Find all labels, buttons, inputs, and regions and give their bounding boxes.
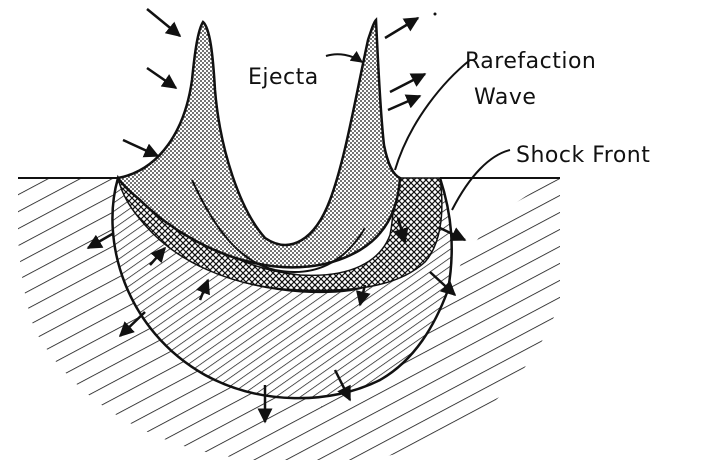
ejecta-arrow xyxy=(385,18,418,38)
dot-mark xyxy=(434,13,437,16)
ejecta-arrow xyxy=(147,9,180,36)
label-ejecta: Ejecta xyxy=(248,65,319,90)
ejecta-arrow xyxy=(123,140,158,156)
label-rarefaction-line2: Wave xyxy=(474,85,536,110)
rarefaction-leader xyxy=(395,60,470,170)
shock-front-leader xyxy=(452,150,510,210)
ejecta-arrow xyxy=(388,96,420,110)
label-shock-front: Shock Front xyxy=(516,143,650,168)
ejecta-arrow xyxy=(147,68,176,88)
ejecta-arrow xyxy=(390,74,425,92)
ejecta-leader xyxy=(326,54,362,62)
label-rarefaction-line1: Rarefaction xyxy=(465,49,596,74)
